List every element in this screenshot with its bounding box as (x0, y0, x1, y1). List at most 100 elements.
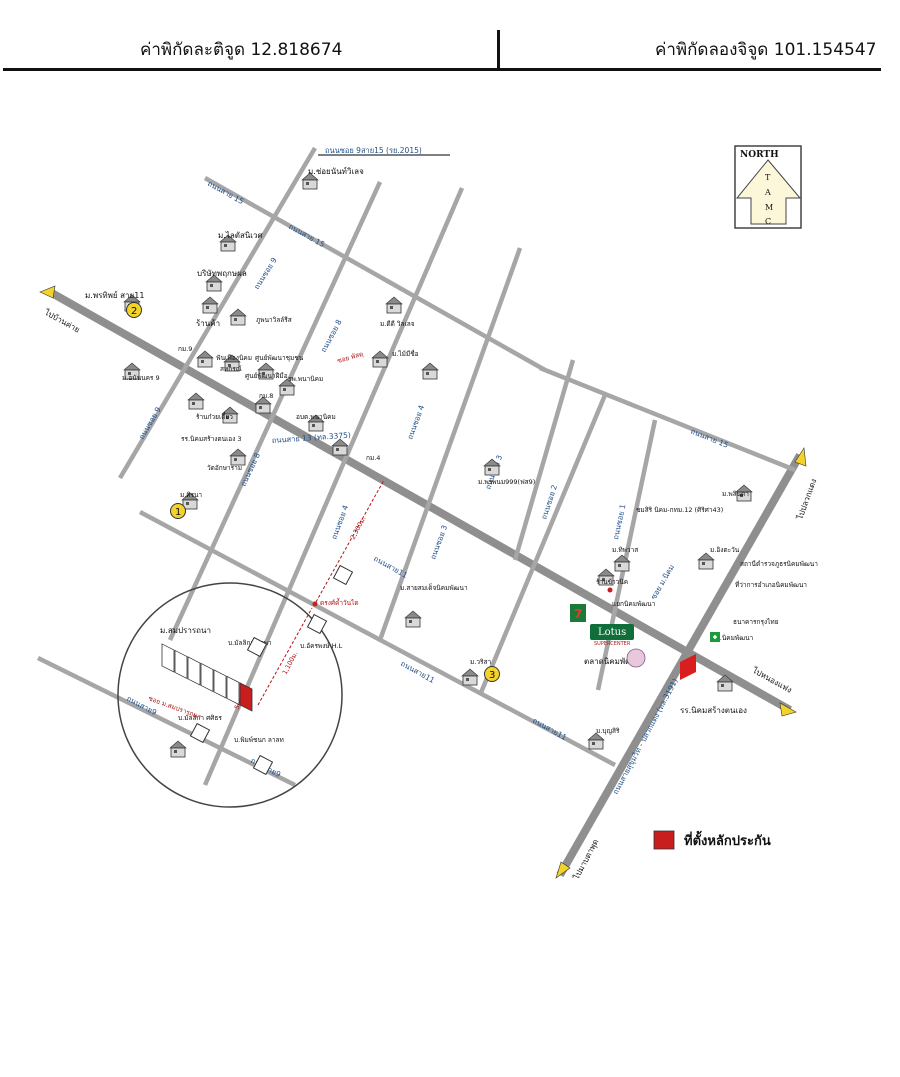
label-sai11-c: ถนนสาย11 (531, 716, 568, 742)
land-lot (174, 649, 188, 680)
longitude-text: ค่าพิกัดลองจิจูด 101.154547 (655, 40, 877, 60)
svg-text:1: 1 (175, 507, 181, 518)
arrow-pluak-daeng: ไปปลวกแดง (794, 447, 819, 522)
land-lot (187, 656, 201, 686)
place-house-d: บ.อัครพงษ์ H.L (300, 642, 343, 650)
label-sukhumvit: ถนนสายสุขุมวิท - ปลวกแดง (ทล.3191) (611, 677, 680, 796)
compass-letter-t: T (765, 173, 771, 182)
place-tambon: อบต.พนานิคม (296, 413, 336, 421)
place-chinnaworn: ม.ช่อยนันท์วิเลจ (308, 166, 364, 176)
latitude-text: ค่าพิกัดละติจูด 12.818674 (140, 40, 343, 60)
compass-north-label: NORTH (740, 150, 779, 160)
place-dee-dee: ม.ดีดี วิลเลจ (380, 320, 415, 328)
label-soi9-left: ถนนซอย 9 (137, 405, 163, 441)
place-borisat: บริษัทพฤกษผล (197, 269, 247, 278)
header-divider (497, 30, 500, 68)
house-icon (257, 362, 275, 380)
distance-lines: 2,300ม. 1,100ม. 50ม. (233, 479, 385, 711)
header-bar: ค่าพิกัดละติจูด 12.818674 ค่าพิกัดลองจิจ… (0, 0, 900, 72)
label-soi3-b: ถนนซอย 3 (428, 524, 449, 561)
lot-square (306, 613, 328, 635)
place-chomsiri: ชมสิริ นิคม-กทม.12 (ศิริศา43) (636, 506, 723, 514)
house-icon (196, 350, 214, 368)
road-sai9 (37, 655, 296, 788)
place-phuttha: ภูพนาวิลล์รีส (256, 316, 292, 324)
legend-label: ที่ตั้งหลักประกัน (684, 830, 771, 849)
label-sai15-b: ถนนสาย 15 (287, 222, 326, 249)
label-soi4-b: ถนนซอย 4 (329, 504, 350, 541)
house-icon (221, 406, 239, 424)
house-icon (254, 396, 272, 414)
place-mailee: ม.ไม้มีชื่อ (392, 349, 419, 358)
svg-text:3: 3 (489, 670, 495, 681)
place-house-b: บ.มัลลิกา ศศิธร (178, 714, 222, 722)
label-soi4-a: ถนนซอย 4 (405, 404, 426, 441)
house-icon (483, 458, 501, 476)
place-nikhom-pattana-m: ม.สายสมเด็จนิคมพัฒนา (400, 583, 468, 592)
house-icon (597, 568, 615, 586)
landmark-icons (123, 172, 753, 758)
place-sarinya: ม.ศิรนา (180, 491, 202, 499)
lot-square (246, 636, 268, 658)
land-lot (161, 643, 175, 673)
compass-letter-m: M (765, 203, 773, 212)
place-school2: รร.นิคมสร้างตนเอง (680, 706, 747, 715)
compass-letter-c: C (765, 217, 771, 226)
house-icon (385, 296, 403, 314)
place-lotus-nivet: ม.ไลตัสนิเวศ (218, 231, 263, 240)
place-km4: กม.4 (366, 454, 380, 462)
house-icon (613, 554, 631, 572)
place-pornthip: ม.พรทิพย์ สาย11 (85, 290, 144, 300)
house-icon (735, 484, 753, 502)
house-icon (201, 296, 219, 314)
place-phraphon: ม.พรพนม999(ฟส9) (478, 478, 535, 486)
zoom-circle: ม.สมปรารถนา บ.มัลลิกา บุรพา บ.มัลลิกา ศศ… (117, 564, 354, 808)
label-sai15-c: ถนนสาย 15 (689, 427, 730, 450)
place-km8: กม.8 (259, 392, 273, 400)
svg-text:2: 2 (131, 306, 137, 317)
place-station: สถานีตำรวจภูธรนิคมพัฒนา (740, 560, 818, 568)
house-icon (169, 740, 187, 758)
place-shop-kuay: ร้านก๋วยเตี๋ยว (196, 412, 233, 421)
legend: ที่ตั้งหลักประกัน (653, 830, 771, 850)
house-icon (205, 274, 223, 292)
compass-box: NORTH T A M C (734, 145, 802, 229)
marker-2 (126, 302, 142, 318)
house-icon (307, 414, 325, 432)
house-icon (187, 392, 205, 410)
svg-text:ไปบ้านค่าย: ไปบ้านค่าย (42, 307, 81, 334)
place-shop1: ร้านค้า (196, 319, 220, 328)
road-soi3 (477, 394, 608, 696)
place-ingwan: ม.อิงตะวัน (710, 546, 740, 554)
compass-letter-a: A (764, 188, 771, 197)
place-hospital-center: ศูนย์พัฒนาฝีมือ (245, 372, 288, 380)
road-sai11 (138, 510, 617, 767)
header-rule (3, 68, 881, 71)
house-icon (404, 610, 422, 628)
road-soi8 (202, 187, 465, 786)
label-soi9-sai15: ถนนซอย 9สาย15 (รย.2015) (325, 146, 422, 155)
road-soi9 (118, 146, 317, 480)
house-icon (716, 674, 734, 692)
pin-icon (312, 601, 318, 607)
place-nikom-school: รร.นิคมสร้างตนเอง 3 (181, 435, 242, 443)
place-labels: ม.ช่อยนันท์วิเลจ ม.ไลตัสนิเวศ บริษัทพฤกษ… (85, 166, 818, 735)
road-soi1 (595, 419, 658, 691)
place-community: ศูนย์พัฒนาชุมชน (255, 354, 304, 362)
house-icon (181, 492, 199, 510)
lot-square (332, 564, 354, 586)
svg-text:7: 7 (574, 607, 582, 621)
place-warisa: ม.วริสา (470, 658, 491, 666)
numbered-markers: 1 2 3 (126, 302, 500, 682)
road-soi4 (377, 247, 523, 641)
distance-1100: 1,100ม. (281, 650, 300, 676)
place-anan-nakhon: ม.อนันนคร 9 (122, 374, 160, 382)
land-lot (200, 662, 214, 693)
label-soi-phatsa: ซอย พัสดุ (336, 350, 364, 365)
house-icon (371, 350, 389, 368)
house-icon (301, 172, 319, 190)
place-khao-na: ร้านข้าวนิค (596, 578, 628, 586)
house-icon (229, 448, 247, 466)
place-hospital: รพ.พนานิคม (288, 375, 323, 383)
collateral-lot (239, 682, 253, 712)
